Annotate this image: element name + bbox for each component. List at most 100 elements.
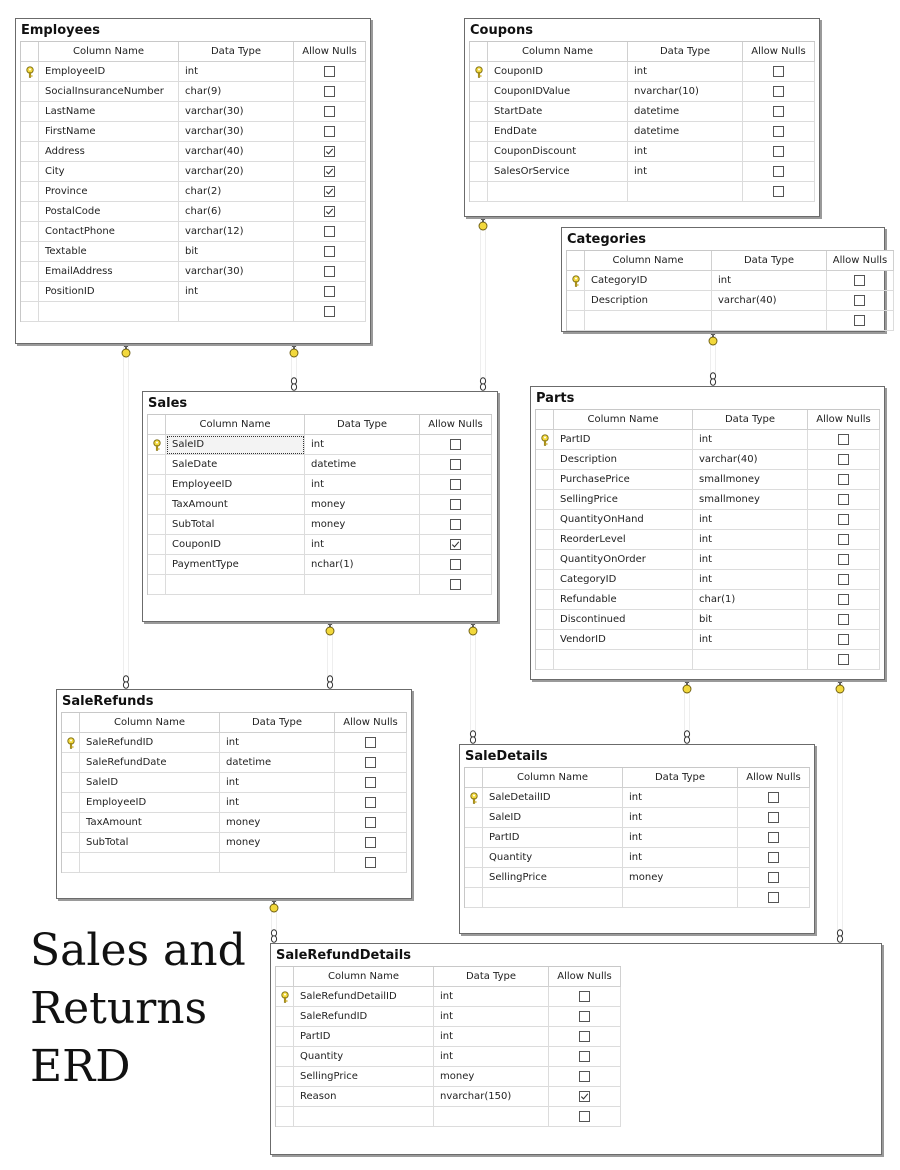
allow-nulls-checkbox[interactable] — [837, 573, 849, 585]
data-type-cell[interactable]: datetime — [628, 122, 743, 142]
row-selector[interactable] — [276, 1067, 294, 1087]
row-selector[interactable] — [536, 510, 554, 530]
allow-nulls-checkbox[interactable] — [578, 1030, 590, 1042]
data-type-cell[interactable]: int — [305, 535, 420, 555]
data-type-cell[interactable]: money — [220, 813, 335, 833]
row-selector[interactable] — [536, 430, 554, 450]
allow-nulls-checkbox[interactable] — [772, 125, 784, 137]
column-name-cell[interactable] — [166, 575, 305, 595]
allow-nulls-checkbox[interactable] — [323, 165, 335, 177]
data-type-cell[interactable]: varchar(30) — [179, 262, 294, 282]
data-type-cell[interactable]: char(9) — [179, 82, 294, 102]
row-selector[interactable] — [470, 82, 488, 102]
allow-nulls-checkbox[interactable] — [449, 438, 461, 450]
column-name-cell[interactable]: Refundable — [554, 590, 693, 610]
allow-nulls-checkbox[interactable] — [364, 776, 376, 788]
column-name-cell[interactable]: SellingPrice — [554, 490, 693, 510]
allow-nulls-checkbox[interactable] — [364, 836, 376, 848]
row-selector[interactable] — [536, 530, 554, 550]
row-selector[interactable] — [465, 808, 483, 828]
allow-nulls-checkbox[interactable] — [837, 493, 849, 505]
allow-nulls-checkbox[interactable] — [854, 294, 865, 306]
data-type-cell[interactable]: smallmoney — [693, 490, 808, 510]
allow-nulls-checkbox[interactable] — [449, 538, 461, 550]
column-name-cell[interactable]: SaleID — [80, 773, 220, 793]
column-name-cell[interactable]: Discontinued — [554, 610, 693, 630]
data-type-cell[interactable]: int — [623, 788, 738, 808]
row-selector[interactable] — [62, 773, 80, 793]
data-type-cell[interactable] — [305, 575, 420, 595]
row-selector[interactable] — [536, 470, 554, 490]
data-type-cell[interactable]: varchar(12) — [179, 222, 294, 242]
row-selector[interactable] — [470, 162, 488, 182]
allow-nulls-checkbox[interactable] — [449, 478, 461, 490]
row-selector[interactable] — [21, 262, 39, 282]
row-selector[interactable] — [536, 590, 554, 610]
row-selector[interactable] — [62, 753, 80, 773]
data-type-cell[interactable]: int — [434, 1027, 549, 1047]
data-type-cell[interactable] — [693, 650, 808, 670]
row-selector[interactable] — [62, 813, 80, 833]
column-name-cell[interactable]: EmployeeID — [39, 62, 179, 82]
new-row[interactable] — [470, 182, 815, 202]
data-type-cell[interactable] — [623, 888, 738, 908]
data-type-cell[interactable] — [712, 311, 827, 331]
allow-nulls-checkbox[interactable] — [837, 593, 849, 605]
column-name-cell[interactable]: QuantityOnHand — [554, 510, 693, 530]
data-type-cell[interactable]: int — [693, 550, 808, 570]
column-name-cell[interactable]: Description — [554, 450, 693, 470]
allow-nulls-checkbox[interactable] — [767, 811, 779, 823]
data-type-cell[interactable]: int — [693, 430, 808, 450]
data-type-cell[interactable]: int — [179, 62, 294, 82]
data-type-cell[interactable]: int — [305, 475, 420, 495]
column-name-cell[interactable]: Reason — [294, 1087, 434, 1107]
allow-nulls-checkbox[interactable] — [837, 453, 849, 465]
column-name-cell[interactable]: CategoryID — [554, 570, 693, 590]
row-selector[interactable] — [536, 650, 554, 670]
allow-nulls-checkbox[interactable] — [854, 274, 865, 286]
data-type-cell[interactable]: bit — [179, 242, 294, 262]
allow-nulls-checkbox[interactable] — [772, 105, 784, 117]
new-row[interactable] — [276, 1107, 621, 1127]
data-type-cell[interactable] — [628, 182, 743, 202]
column-name-cell[interactable]: CouponDiscount — [488, 142, 628, 162]
column-name-cell[interactable]: SaleID — [166, 435, 305, 455]
column-name-cell[interactable]: SalesOrService — [488, 162, 628, 182]
new-row[interactable] — [536, 650, 880, 670]
row-selector[interactable] — [470, 142, 488, 162]
column-name-cell[interactable]: StartDate — [488, 102, 628, 122]
allow-nulls-checkbox[interactable] — [837, 433, 849, 445]
data-type-cell[interactable]: int — [623, 848, 738, 868]
allow-nulls-checkbox[interactable] — [323, 305, 335, 317]
table-title[interactable]: Parts — [536, 391, 575, 406]
row-selector[interactable] — [536, 490, 554, 510]
data-type-cell[interactable]: varchar(30) — [179, 122, 294, 142]
column-name-cell[interactable]: SellingPrice — [294, 1067, 434, 1087]
row-selector[interactable] — [465, 848, 483, 868]
column-name-cell[interactable]: SaleDate — [166, 455, 305, 475]
data-type-cell[interactable]: datetime — [305, 455, 420, 475]
column-name-cell[interactable]: Province — [39, 182, 179, 202]
data-type-cell[interactable]: int — [220, 773, 335, 793]
column-name-cell[interactable]: PaymentType — [166, 555, 305, 575]
